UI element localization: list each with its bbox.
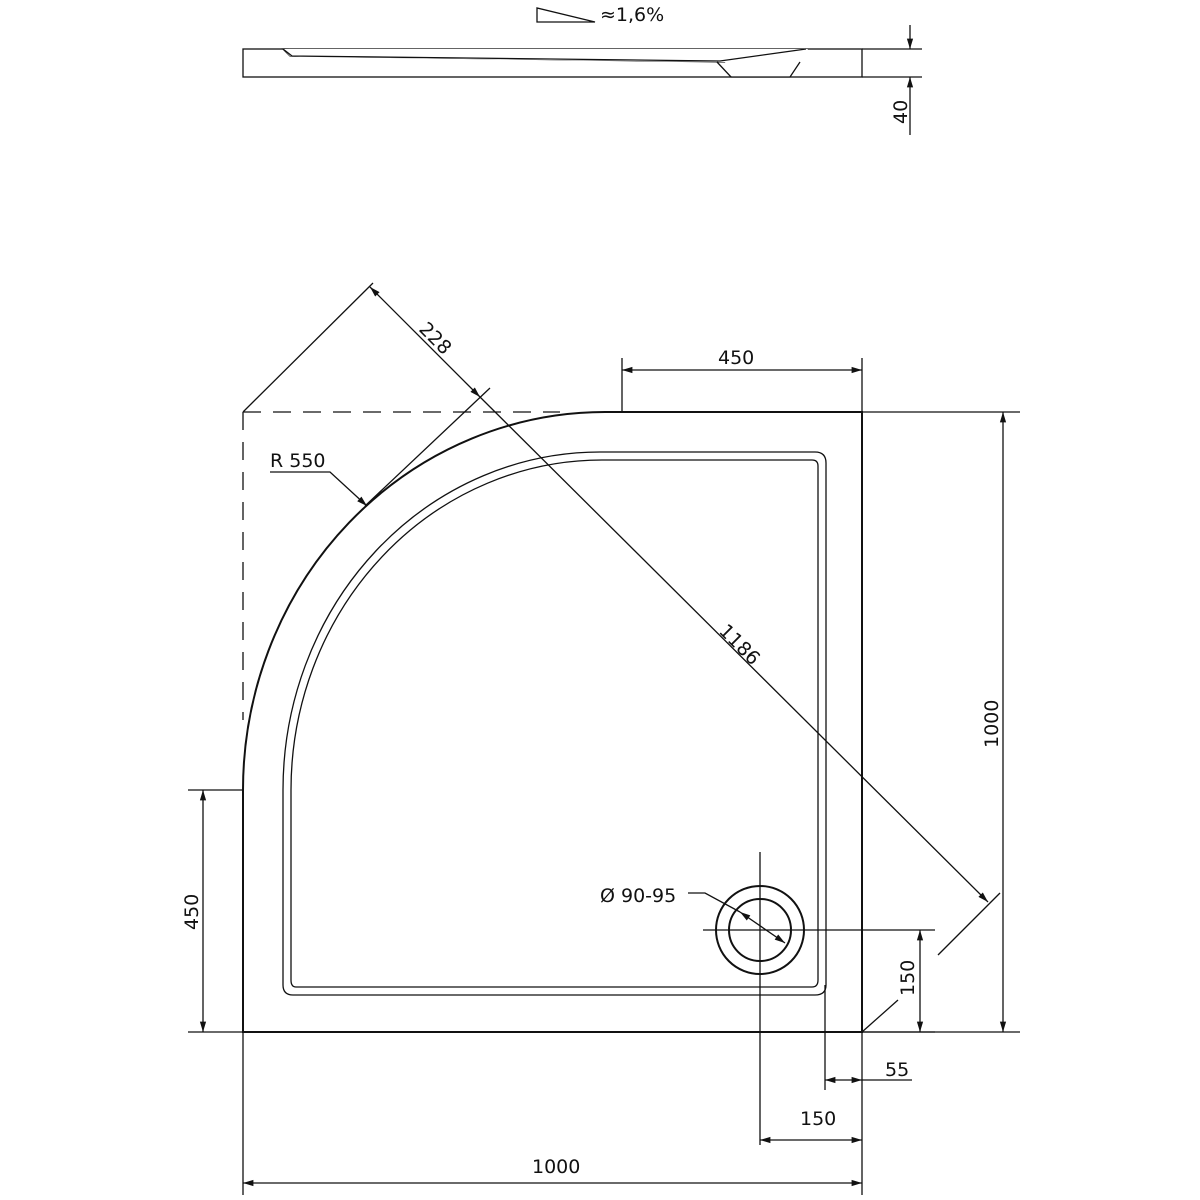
- slope-icon: [536, 7, 596, 23]
- drain-diameter-label: Ø 90-95: [600, 885, 676, 907]
- slope-label: ≈1,6%: [600, 4, 664, 26]
- basin-outer: [282, 451, 827, 996]
- plan-view: Ø 90-95 450 1000 450 150 55 150 1000 228…: [181, 282, 1020, 1195]
- corner-offset-label: 228: [414, 318, 455, 359]
- height-label: 40: [890, 100, 912, 124]
- basin-inner: [290, 459, 819, 988]
- side-profile: ≈1,6% 40: [242, 4, 922, 135]
- left-height-label: 450: [181, 894, 203, 930]
- basin-rim-label: 55: [885, 1059, 909, 1081]
- tray-outline: [242, 411, 863, 1033]
- bottom-width-label: 1000: [532, 1156, 580, 1178]
- top-width-label: 450: [718, 347, 754, 369]
- diagonal-label: 1186: [714, 620, 764, 670]
- drain-x-offset-label: 150: [800, 1108, 836, 1130]
- right-height-label: 1000: [981, 700, 1003, 748]
- drain-y-offset-label: 150: [897, 960, 919, 996]
- radius-label: R 550: [270, 450, 326, 472]
